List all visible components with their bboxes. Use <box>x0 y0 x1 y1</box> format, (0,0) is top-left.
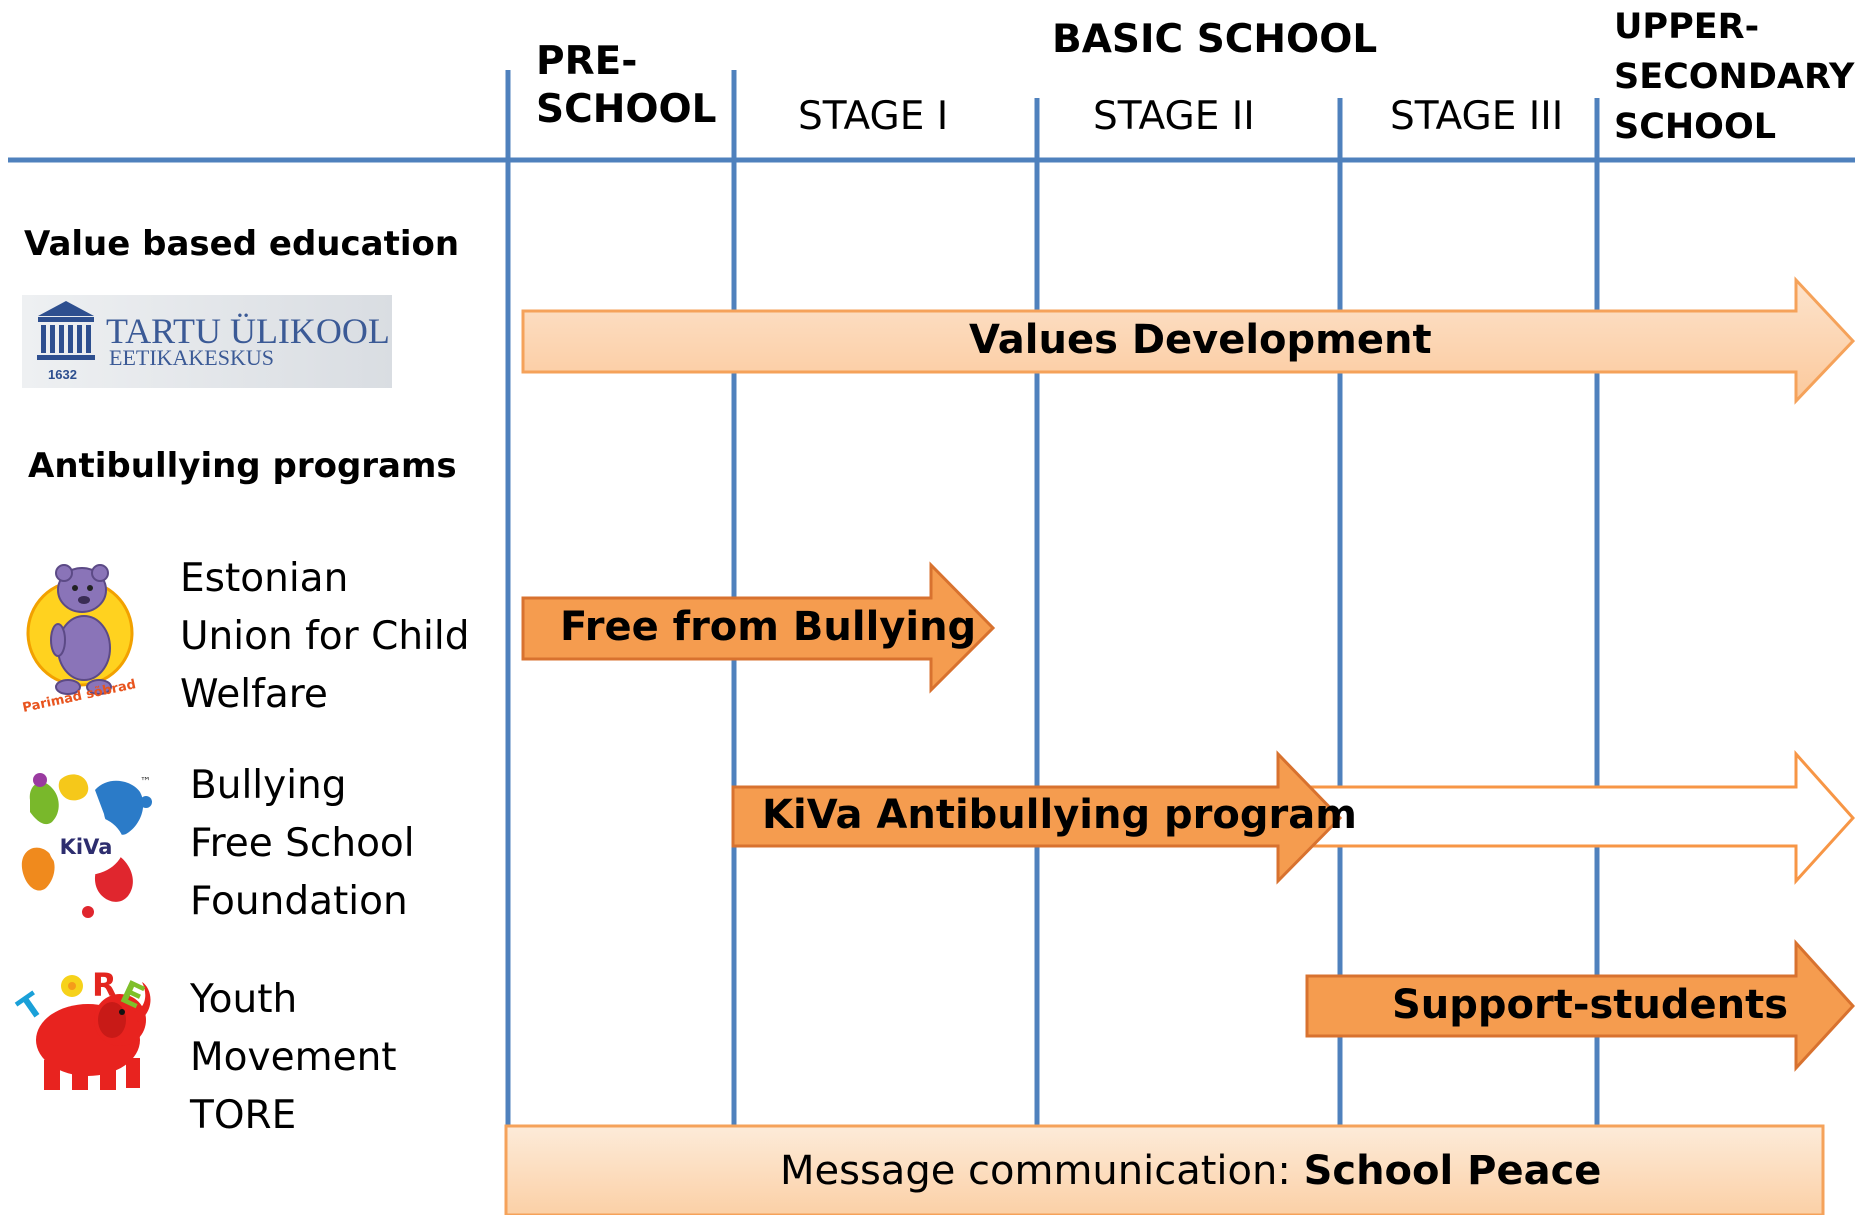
tore-letter-r: R <box>92 966 117 1004</box>
tartu-logo-year: 1632 <box>48 367 77 382</box>
kiva-figure-yellow <box>58 774 89 801</box>
tore-logo: T R E <box>11 966 151 1090</box>
elephant-icon <box>36 982 151 1090</box>
header-upper-secondary: UPPER- SECONDARY SCHOOL <box>1614 7 1855 147</box>
message-communication-text: Message communication: School Peace <box>780 1148 1601 1194</box>
header-stage-1: STAGE I <box>798 94 949 139</box>
kiva-antibullying-arrow <box>731 750 1343 885</box>
free-from-bullying-arrow <box>521 561 996 694</box>
message-bar <box>504 1124 1825 1215</box>
support-students-arrow <box>1305 939 1855 1072</box>
parimad-sobrad-logo: Parimad sõbrad <box>21 564 137 716</box>
values-development-label: Values Development <box>969 317 1432 363</box>
values-development-arrow <box>521 276 1855 405</box>
antibullying-programs-title: Antibullying programs <box>28 446 457 486</box>
message-school-peace: School Peace <box>1303 1148 1602 1194</box>
sun-icon <box>61 975 83 997</box>
header-preschool: PRE- SCHOOL <box>536 39 717 132</box>
value-based-education-title: Value based education <box>24 224 460 264</box>
org-estonian-union: Estonian Union for Child Welfare <box>180 556 470 717</box>
kiva-continuation-arrow <box>1294 750 1855 885</box>
kiva-antibullying-label: KiVa Antibullying program <box>762 792 1357 838</box>
header-basic-school: BASIC SCHOOL <box>1052 17 1378 62</box>
kiva-figure-orange <box>21 847 55 891</box>
tartu-logo-name: TARTU ÜLIKOOL <box>106 311 390 351</box>
free-from-bullying-label: Free from Bullying <box>560 604 977 650</box>
kiva-tm: ™ <box>140 775 151 788</box>
bear-icon <box>50 564 112 695</box>
kiva-logo-text: KiVa <box>60 835 113 859</box>
university-building-icon <box>37 301 95 360</box>
message-prefix: Message communication: <box>780 1148 1304 1194</box>
support-students-label: Support-students <box>1392 982 1789 1028</box>
header-stage-3: STAGE III <box>1390 94 1564 139</box>
org-youth-movement-tore: Youth Movement TORE <box>190 977 397 1138</box>
header-stage-2: STAGE II <box>1093 94 1255 139</box>
tartu-logo-sub: EETIKAKESKUS <box>109 345 274 370</box>
kiva-logo: KiVa ™ <box>21 773 152 918</box>
org-bullying-free-school: Bullying Free School Foundation <box>190 763 415 924</box>
kiva-figure-green <box>29 782 59 825</box>
tartu-ulikool-logo: TARTU ÜLIKOOL EETIKAKESKUS 1632 <box>22 295 392 388</box>
grid-lines <box>8 70 1855 1170</box>
